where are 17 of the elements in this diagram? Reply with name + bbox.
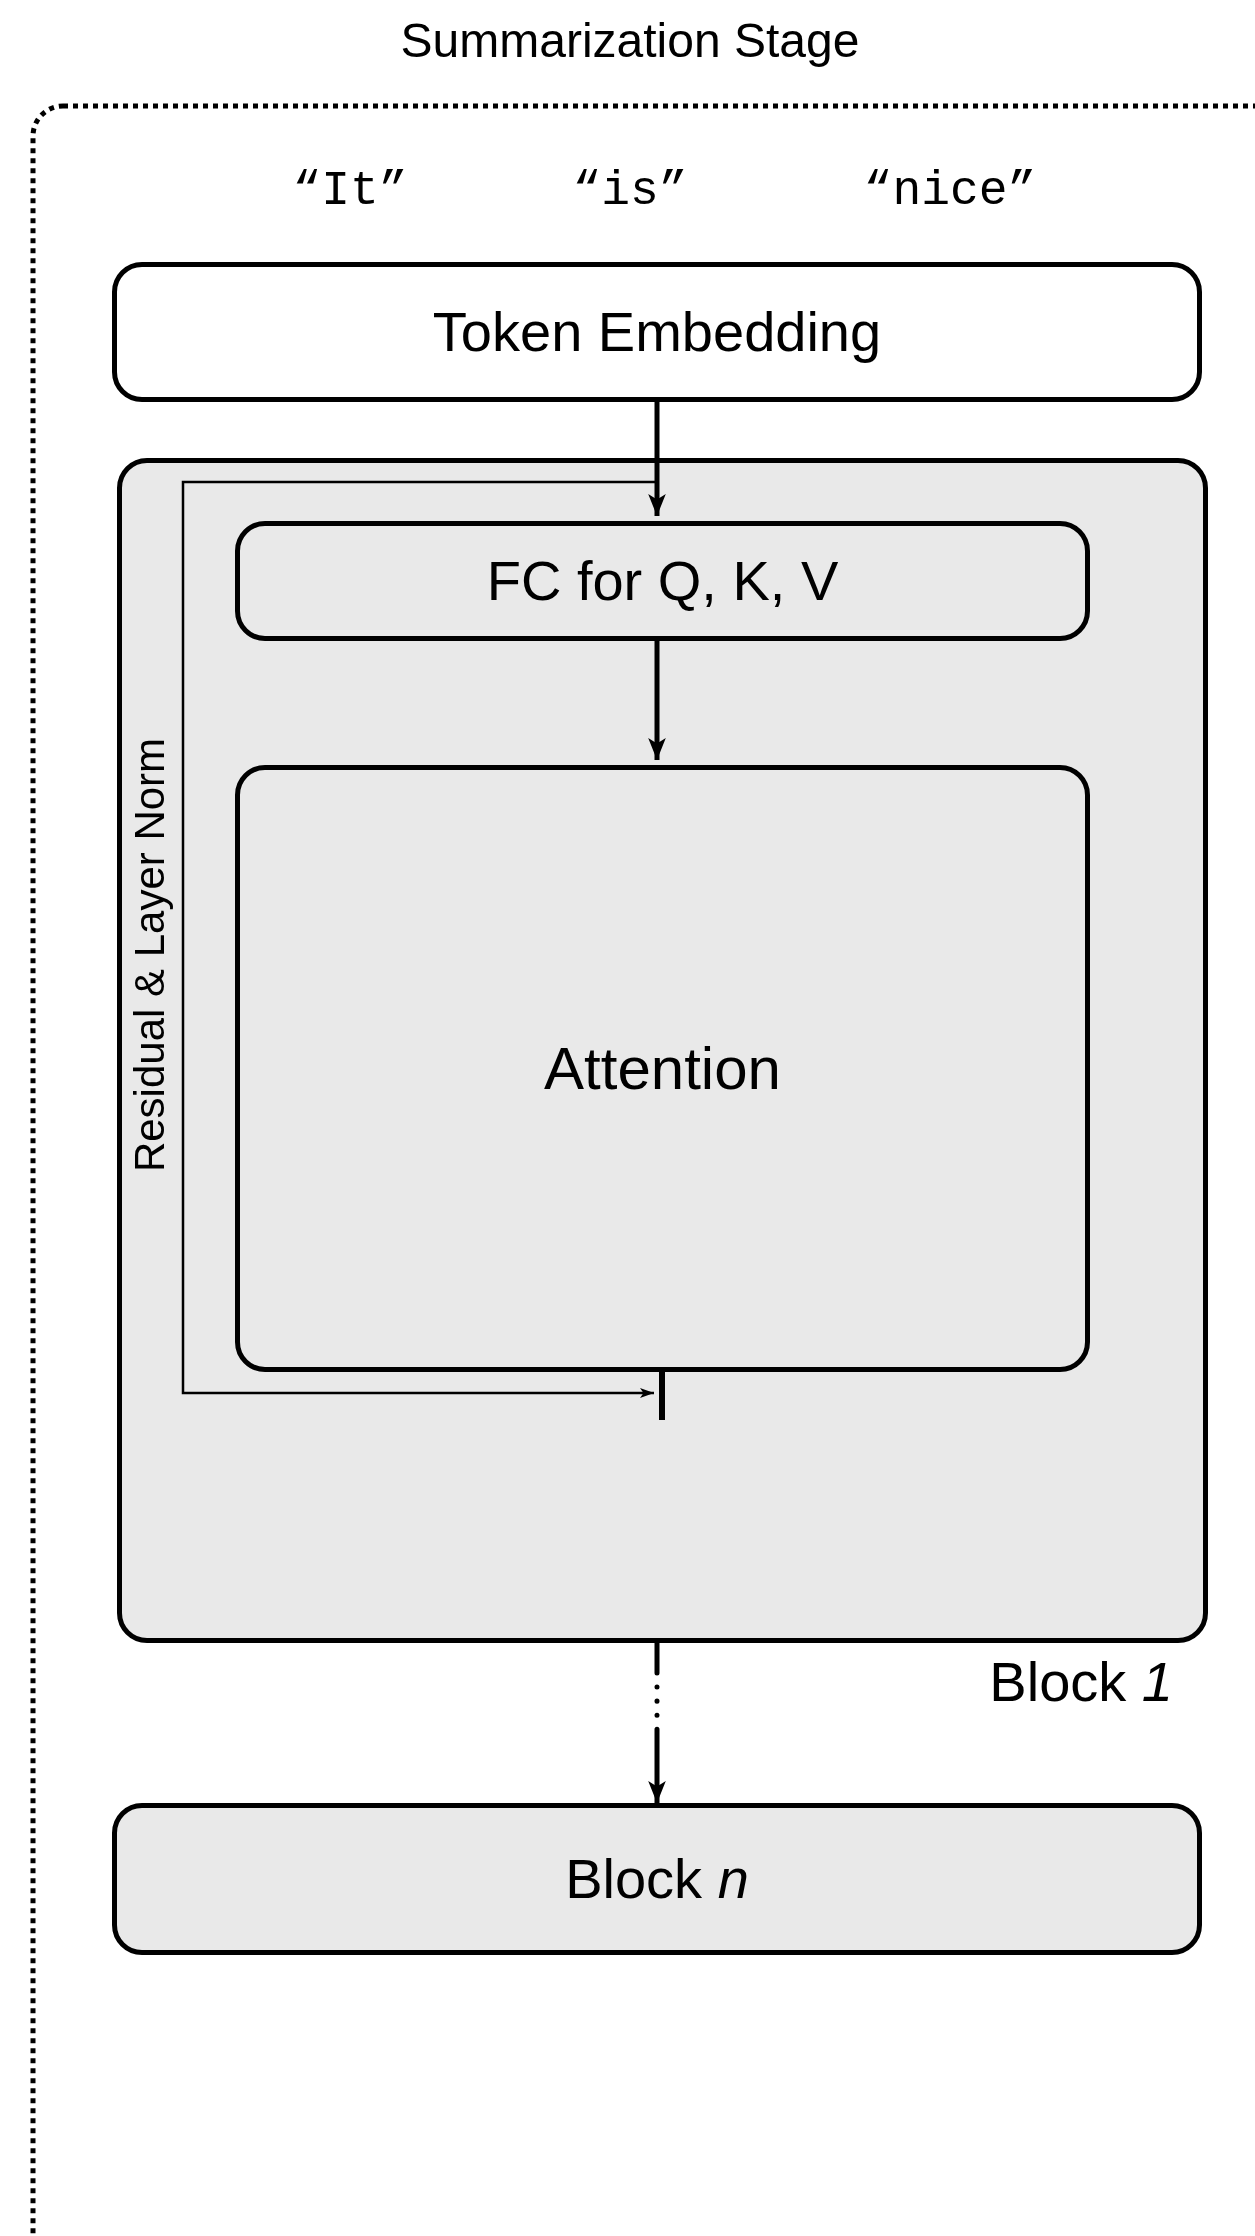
frame-title: Summarization Stage bbox=[399, 13, 861, 69]
token-word: “It” bbox=[291, 164, 409, 220]
box-label: Token Embedding bbox=[432, 299, 882, 365]
process-box bbox=[112, 262, 1202, 402]
dotted-arrow bbox=[648, 1640, 666, 1806]
process-box bbox=[235, 765, 1090, 1372]
token-word: “is” bbox=[571, 164, 689, 220]
box-label: FC for Q, K, V bbox=[486, 548, 839, 614]
box-label: Attention bbox=[544, 1034, 781, 1103]
token-word: “nice” bbox=[862, 164, 1038, 220]
tick-bar bbox=[659, 1372, 665, 1420]
process-box bbox=[235, 521, 1090, 641]
arrow bbox=[648, 402, 666, 516]
edge-label: Residual & Layer Norm bbox=[125, 736, 174, 1175]
box-label: Block n bbox=[565, 1846, 749, 1912]
process-box bbox=[112, 1803, 1202, 1955]
block-label: Block 1 bbox=[989, 1650, 1173, 1715]
